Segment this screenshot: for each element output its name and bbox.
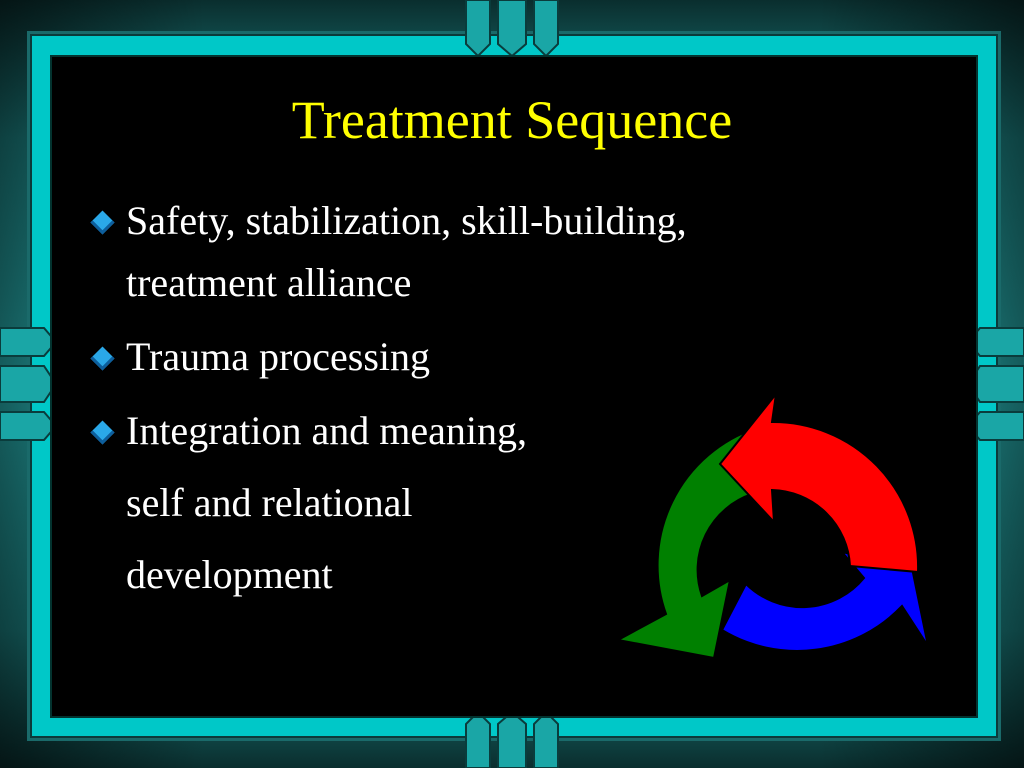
diamond-bullet-icon [90,210,115,235]
blue-arrow-icon [720,550,929,652]
cycle-arrows-icon [615,392,929,660]
continuation-line: development [92,544,892,606]
diamond-bullet-icon [90,420,115,445]
bullet-line: Trauma processing [126,334,431,379]
bullet-line: Integration and meaning, [126,408,527,453]
top-ornament-icon [465,0,559,58]
red-arrow-icon [718,392,920,574]
bullet-list: Safety, stabilization, skill-building, t… [90,190,892,606]
bullet-item: Safety, stabilization, skill-building, t… [90,190,892,314]
right-ornament-icon [966,327,1024,441]
bullet-line: self and relational [126,480,413,525]
continuation-line: self and relational [92,472,892,534]
bullet-line: treatment alliance [126,260,412,305]
bullet-item: Trauma processing [90,326,892,388]
slide-title: Treatment Sequence [291,90,733,150]
green-arrow-icon [615,426,758,660]
bottom-ornament-icon [465,710,559,768]
bullet-line: development [126,552,333,597]
bullet-item: Integration and meaning, [90,400,892,462]
diamond-bullet-icon [90,346,115,371]
bullet-line: Safety, stabilization, skill-building, [126,198,687,243]
